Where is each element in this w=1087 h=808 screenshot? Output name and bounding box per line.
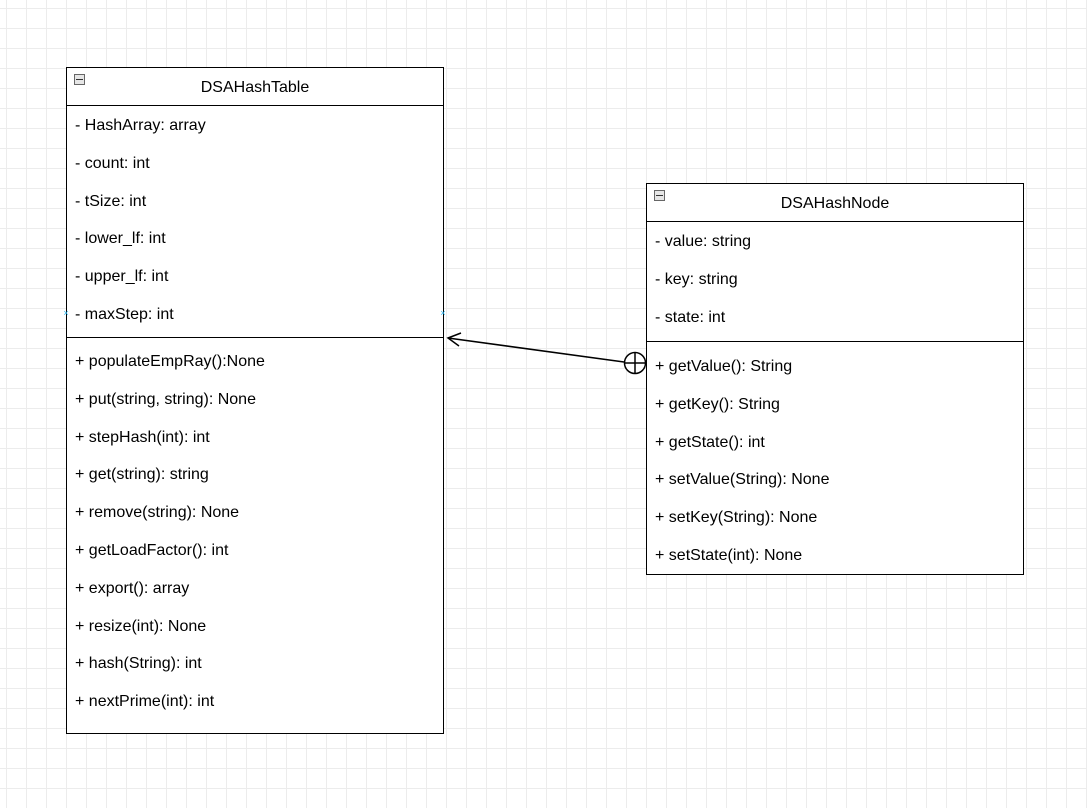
collapse-icon[interactable] xyxy=(654,190,665,201)
attribute-item[interactable]: - value: string xyxy=(655,233,752,250)
method-item[interactable]: + getState(): int xyxy=(655,433,765,451)
methods-section: + populateEmpRay():None + put(string, st… xyxy=(67,338,443,721)
attribute-item[interactable]: - upper_lf: int xyxy=(75,268,169,286)
method-item[interactable]: + setState(int): None xyxy=(655,546,803,564)
attribute-item[interactable]: - tSize: int xyxy=(75,192,147,210)
attributes-section: - HashArray: array - count: int - tSize:… xyxy=(67,106,443,338)
method-item[interactable]: + setValue(String): None xyxy=(655,471,830,489)
attribute-item[interactable]: - HashArray: array xyxy=(75,117,206,134)
method-item[interactable]: + remove(string): None xyxy=(75,504,240,522)
method-item[interactable]: + get(string): string xyxy=(75,466,209,484)
open-arrowhead-icon xyxy=(446,332,462,347)
method-item[interactable]: + populateEmpRay():None xyxy=(75,353,265,370)
method-item[interactable]: + getKey(): String xyxy=(655,395,780,413)
attribute-item[interactable]: - lower_lf: int xyxy=(75,230,166,248)
class-header[interactable]: DSAHashNode xyxy=(647,184,1023,222)
connection-port-icon[interactable]: × xyxy=(440,308,446,318)
method-item[interactable]: + export(): array xyxy=(75,579,190,597)
class-box-dsahashtable[interactable]: DSAHashTable - HashArray: array - count:… xyxy=(66,67,444,734)
connection-port-icon[interactable]: × xyxy=(63,308,69,318)
class-name: DSAHashNode xyxy=(780,195,890,212)
method-item[interactable]: + nextPrime(int): int xyxy=(75,693,215,711)
attribute-item[interactable]: - count: int xyxy=(75,154,150,172)
method-item[interactable]: + resize(int): None xyxy=(75,617,207,635)
class-name: DSAHashTable xyxy=(200,79,310,96)
class-header[interactable]: DSAHashTable xyxy=(67,68,443,106)
attributes-section: - value: string - key: string - state: i… xyxy=(647,222,1023,342)
method-item[interactable]: + stepHash(int): int xyxy=(75,428,210,446)
method-item[interactable]: + hash(String): int xyxy=(75,655,202,673)
method-item[interactable]: + put(string, string): None xyxy=(75,390,256,408)
class-box-dsahashnode[interactable]: DSAHashNode - value: string - key: strin… xyxy=(646,183,1024,575)
containment-circle-plus-icon xyxy=(623,351,647,375)
collapse-icon[interactable] xyxy=(74,74,85,85)
method-item[interactable]: + setKey(String): None xyxy=(655,509,818,527)
method-item[interactable]: + getLoadFactor(): int xyxy=(75,541,229,559)
attribute-item[interactable]: - key: string xyxy=(655,270,738,288)
method-item[interactable]: + getValue(): String xyxy=(655,358,793,375)
connector-line[interactable] xyxy=(447,337,625,363)
attribute-item[interactable]: - state: int xyxy=(655,308,726,326)
attribute-item[interactable]: - maxStep: int xyxy=(75,305,174,323)
methods-section: + getValue(): String + getKey(): String … xyxy=(647,342,1023,575)
